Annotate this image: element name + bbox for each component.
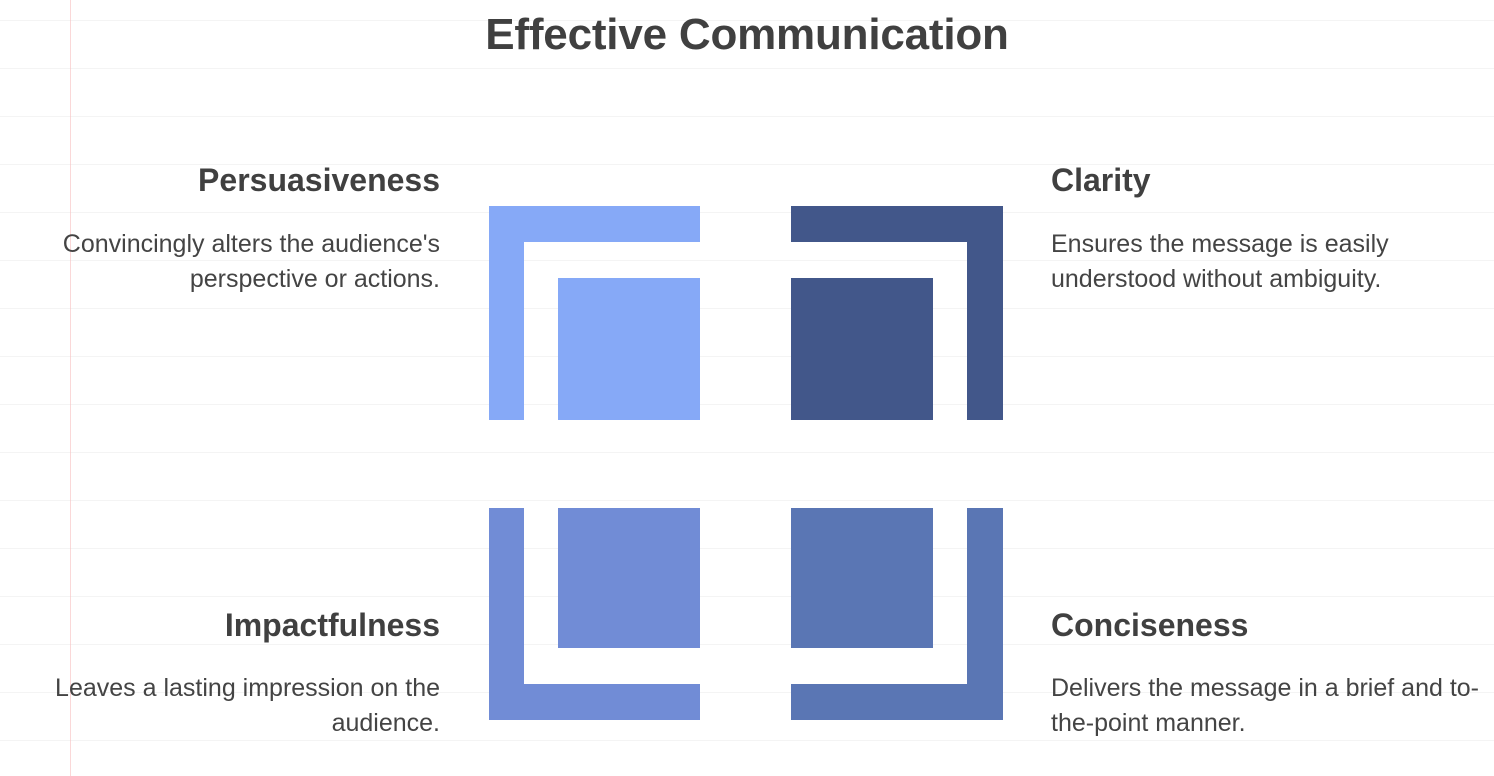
inner-square-icon [791, 278, 933, 420]
quadrant-label-persuasiveness: Persuasiveness Convincingly alters the a… [20, 160, 440, 297]
page-title: Effective Communication [485, 10, 1009, 59]
quadrant-description: Delivers the message in a brief and to-t… [1051, 674, 1479, 737]
bracket-arm-horizontal-icon [791, 684, 1003, 720]
quadrant-heading: Clarity [1051, 162, 1151, 198]
bracket-arm-vertical-icon [489, 508, 524, 684]
quadrant-description: Ensures the message is easily understood… [1051, 230, 1389, 293]
inner-square-icon [791, 508, 933, 648]
quadrant-heading: Persuasiveness [198, 162, 440, 198]
quadrant-description: Leaves a lasting impression on the audie… [55, 674, 440, 737]
quadrant-label-clarity: Clarity Ensures the message is easily un… [1051, 160, 1481, 297]
quadrant-shape-clarity [791, 206, 1003, 420]
quadrant-shape-impactfulness [489, 508, 700, 720]
inner-square-icon [558, 508, 700, 648]
quadrant-shape-conciseness [791, 508, 1003, 720]
quadrant-description: Convincingly alters the audience's persp… [62, 230, 440, 293]
bracket-arm-vertical-icon [967, 508, 1003, 684]
bracket-arm-vertical-icon [489, 242, 524, 420]
quadrant-label-conciseness: Conciseness Delivers the message in a br… [1051, 605, 1481, 741]
bracket-arm-vertical-icon [967, 242, 1003, 420]
inner-square-icon [558, 278, 700, 420]
quadrant-heading: Impactfulness [224, 607, 440, 643]
bracket-arm-horizontal-icon [791, 206, 1003, 242]
quadrant-shape-persuasiveness [489, 206, 700, 420]
quadrant-label-impactfulness: Impactfulness Leaves a lasting impressio… [20, 605, 440, 741]
bracket-arm-horizontal-icon [489, 684, 700, 720]
bracket-arm-horizontal-icon [489, 206, 700, 242]
quadrant-heading: Conciseness [1051, 607, 1249, 643]
